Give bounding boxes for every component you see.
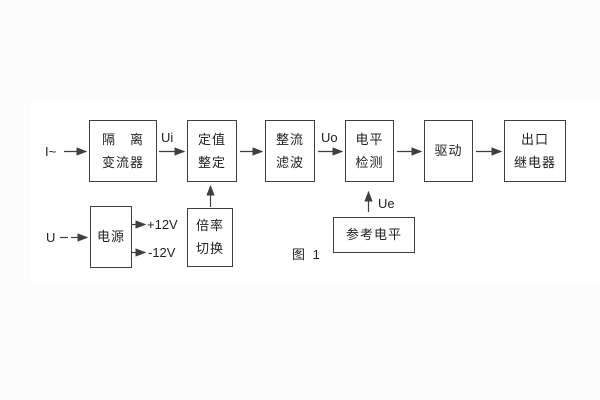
node-label: 电平 (355, 131, 384, 147)
node-label: 变流器 (101, 154, 144, 170)
node-isolation-transformer: 隔 离 变流器 (89, 120, 157, 182)
node-label: 隔 离 (101, 131, 144, 147)
node-label: 参考电平 (345, 227, 402, 242)
node-label: 继电器 (513, 154, 556, 170)
node-label: 驱动 (434, 143, 463, 158)
node-label: 滤波 (275, 154, 304, 170)
figure-caption: 图 1 (292, 247, 322, 262)
node-drive: 驱动 (424, 120, 473, 182)
signal-minus-12v: -12V (148, 245, 176, 260)
signal-ue: Ue (378, 196, 395, 211)
node-label: 切换 (195, 241, 224, 256)
node-label: 检测 (355, 154, 384, 170)
node-rectifier-filter: 整流 滤波 (265, 120, 315, 182)
node-label: 电源 (96, 229, 125, 244)
node-level-detection: 电平 检测 (345, 120, 394, 182)
signal-uo: Uo (321, 130, 338, 145)
node-reference-level: 参考电平 (333, 217, 415, 253)
node-label: 整定 (197, 154, 226, 170)
node-label: 出口 (520, 131, 549, 147)
node-label: 倍率 (195, 218, 224, 233)
node-label: 整流 (275, 131, 304, 147)
node-ratio-switch: 倍率 切换 (187, 208, 233, 267)
signal-input-current: I~ (45, 144, 57, 159)
node-label: 定值 (197, 131, 226, 147)
node-setting-adjust: 定值 整定 (187, 120, 237, 182)
node-output-relay: 出口 继电器 (504, 120, 566, 182)
signal-ui: Ui (161, 130, 174, 145)
signal-input-voltage: U (46, 230, 56, 245)
node-power-supply: 电源 (90, 206, 132, 268)
signal-plus-12v: +12V (147, 217, 178, 232)
